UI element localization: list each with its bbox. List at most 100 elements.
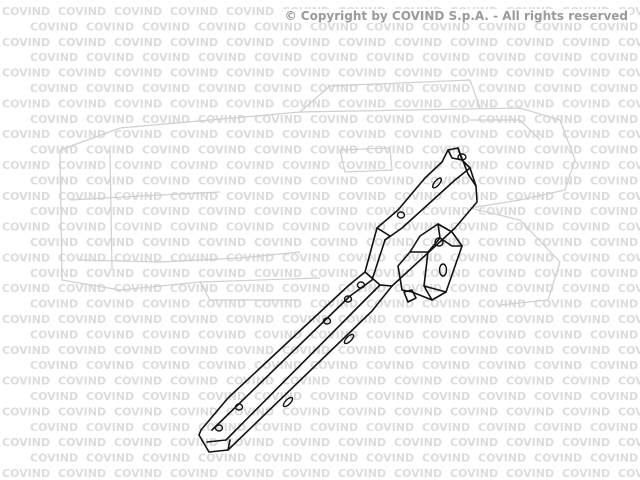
watermark-text: COVIND — [198, 328, 246, 341]
watermark-text: COVIND — [478, 236, 526, 249]
watermark-text: COVIND — [590, 205, 638, 218]
watermark-text: COVIND — [226, 221, 274, 234]
watermark-text: COVIND — [562, 282, 610, 295]
watermark-text: COVIND — [58, 128, 106, 141]
watermark-text: COVIND — [366, 20, 414, 33]
watermark-text: COVIND — [30, 205, 78, 218]
watermark-text: COVIND — [562, 67, 610, 80]
watermark-text: COVIND — [282, 375, 330, 388]
watermark-text: COVIND — [618, 375, 640, 388]
watermark-text: COVIND — [254, 51, 302, 64]
watermark-text: COVIND — [198, 174, 246, 187]
watermark-text: COVIND — [506, 251, 554, 264]
bracket-part — [198, 147, 478, 453]
watermark-text: COVIND — [450, 221, 498, 234]
watermark-text: COVIND — [254, 452, 302, 465]
watermark-text: COVIND — [282, 405, 330, 418]
hole — [396, 211, 406, 219]
watermark-text: COVIND — [478, 421, 526, 434]
watermark-text: COVIND — [366, 113, 414, 126]
hole — [434, 237, 444, 247]
watermark-text: COVIND — [618, 67, 640, 80]
watermark-text: COVIND — [562, 251, 610, 264]
watermark-text: COVIND — [394, 405, 442, 418]
watermark-text: COVIND — [450, 67, 498, 80]
watermark-text: COVIND — [30, 51, 78, 64]
watermark-text: COVIND — [58, 282, 106, 295]
watermark-text: COVIND — [170, 251, 218, 264]
watermark-text: COVIND — [506, 97, 554, 110]
watermark-text: COVIND — [422, 421, 470, 434]
watermark-text: COVIND — [86, 359, 134, 372]
watermark-text: COVIND — [366, 51, 414, 64]
watermark-text: COVIND — [30, 113, 78, 126]
watermark-text: COVIND — [506, 405, 554, 418]
watermark-text: COVIND — [422, 390, 470, 403]
watermark-text: COVIND — [450, 251, 498, 264]
watermark-text: COVIND — [30, 174, 78, 187]
watermark-text: COVIND — [590, 113, 638, 126]
watermark-text: COVIND — [310, 20, 358, 33]
watermark-text: COVIND — [506, 159, 554, 172]
watermark-text: COVIND — [618, 405, 640, 418]
watermark-text: COVIND — [338, 344, 386, 357]
watermark-text: COVIND — [58, 436, 106, 449]
watermark-text: COVIND — [422, 144, 470, 157]
watermark-text: COVIND — [618, 159, 640, 172]
watermark-text: COVIND — [170, 128, 218, 141]
watermark-text: COVIND — [86, 390, 134, 403]
watermark-text: COVIND — [58, 5, 106, 18]
watermark-text: COVIND — [142, 174, 190, 187]
watermark-text: COVIND — [534, 421, 582, 434]
watermark-text: COVIND — [310, 51, 358, 64]
watermark-text: COVIND — [310, 174, 358, 187]
watermark-text: COVIND — [254, 328, 302, 341]
watermark-text: COVIND — [422, 174, 470, 187]
watermark-text: COVIND — [58, 251, 106, 264]
watermark-text: COVIND — [142, 82, 190, 95]
watermark-text: COVIND — [338, 67, 386, 80]
watermark-text: COVIND — [2, 251, 50, 264]
watermark-text: COVIND — [86, 82, 134, 95]
watermark-text: COVIND — [254, 144, 302, 157]
watermark-text: COVIND — [254, 82, 302, 95]
watermark-text: COVIND — [394, 251, 442, 264]
watermark-text: COVIND — [394, 467, 442, 480]
watermark-text: COVIND — [422, 328, 470, 341]
watermark-text: COVIND — [310, 82, 358, 95]
watermark-text: COVIND — [114, 467, 162, 480]
watermark-text: COVIND — [30, 236, 78, 249]
watermark-text: COVIND — [478, 205, 526, 218]
watermark-text: COVIND — [450, 313, 498, 326]
watermark-text: COVIND — [282, 221, 330, 234]
watermark-text: COVIND — [114, 436, 162, 449]
watermark-text: COVIND — [338, 251, 386, 264]
watermark-text: COVIND — [394, 128, 442, 141]
watermark-text: COVIND — [198, 452, 246, 465]
watermark-text: COVIND — [338, 36, 386, 49]
watermark-text: COVIND — [618, 436, 640, 449]
watermark-text: COVIND — [394, 67, 442, 80]
watermark-text: COVIND — [478, 328, 526, 341]
watermark-text: COVIND — [310, 205, 358, 218]
watermark-text: COVIND — [2, 436, 50, 449]
watermark-text: COVIND — [254, 174, 302, 187]
watermark-text: COVIND — [506, 36, 554, 49]
watermark-text: COVIND — [478, 51, 526, 64]
watermark-text: COVIND — [282, 97, 330, 110]
watermark-text: COVIND — [338, 405, 386, 418]
watermark-text: COVIND — [282, 467, 330, 480]
watermark-text: COVIND — [338, 436, 386, 449]
watermark-text: COVIND — [618, 313, 640, 326]
watermark-text: COVIND — [338, 97, 386, 110]
watermark-text: COVIND — [590, 390, 638, 403]
hole — [322, 317, 332, 325]
watermark-text: COVIND — [2, 375, 50, 388]
watermark-text: COVIND — [506, 375, 554, 388]
watermark-text: COVIND — [394, 344, 442, 357]
watermark-text: COVIND — [422, 452, 470, 465]
watermark-text: COVIND — [562, 128, 610, 141]
watermark-text: COVIND — [450, 344, 498, 357]
watermark-pattern: COVIND COVIND COVIND COVIND COVIND COVIND COVI… — [2, 5, 640, 480]
watermark-text: COVIND — [254, 20, 302, 33]
